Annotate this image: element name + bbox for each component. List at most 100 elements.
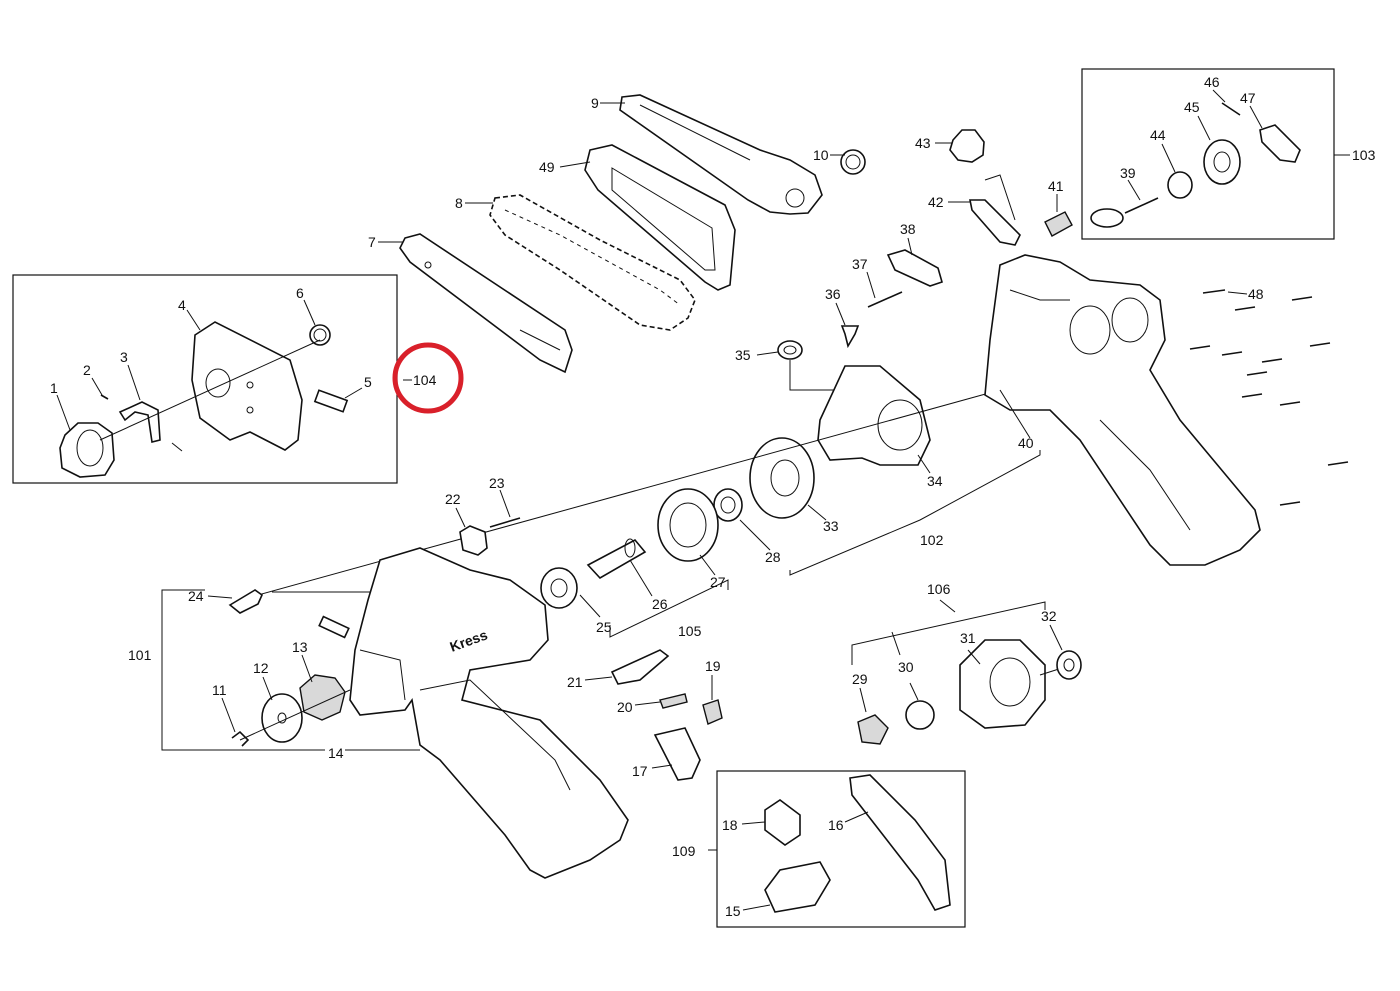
part-3-clip bbox=[118, 401, 161, 443]
part-34-bracket bbox=[817, 365, 931, 466]
label-9: 9 bbox=[591, 95, 599, 111]
label-3: 3 bbox=[120, 349, 128, 365]
part-16-connector-strip bbox=[849, 774, 951, 911]
part-14-housing-half bbox=[349, 547, 629, 879]
part-32-bearing bbox=[1056, 650, 1082, 680]
part-46-pin bbox=[1221, 102, 1241, 116]
part-26-shaft bbox=[586, 538, 647, 580]
label-6: 6 bbox=[296, 285, 304, 301]
label-25: 25 bbox=[596, 619, 612, 635]
part-12-washer bbox=[261, 693, 303, 743]
label-106: 106 bbox=[927, 581, 951, 597]
label-104: 104 bbox=[413, 372, 437, 388]
label-46: 46 bbox=[1204, 74, 1220, 90]
label-21: 21 bbox=[567, 674, 583, 690]
part-17-switch-trigger bbox=[653, 727, 701, 781]
label-28: 28 bbox=[765, 549, 781, 565]
part-33-disk bbox=[749, 437, 815, 519]
label-16: 16 bbox=[828, 817, 844, 833]
part-23-screw bbox=[489, 517, 521, 528]
part-49-bar-guard bbox=[584, 144, 736, 291]
part-42-hose bbox=[969, 174, 1021, 246]
part-18-microswitch bbox=[764, 799, 801, 846]
label-19: 19 bbox=[705, 658, 721, 674]
label-43: 43 bbox=[915, 135, 931, 151]
part-28-washer bbox=[713, 488, 743, 522]
part-20-spring bbox=[659, 693, 688, 709]
part-40-housing-half bbox=[984, 254, 1261, 566]
label-33: 33 bbox=[823, 518, 839, 534]
part-22-nut bbox=[459, 525, 488, 556]
part-37-pin bbox=[867, 291, 903, 308]
label-13: 13 bbox=[292, 639, 308, 655]
label-109: 109 bbox=[672, 843, 696, 859]
label-36: 36 bbox=[825, 286, 841, 302]
label-101: 101 bbox=[128, 647, 152, 663]
part-24-bolt bbox=[228, 589, 263, 614]
group-box-109 bbox=[716, 770, 966, 928]
label-5: 5 bbox=[364, 374, 372, 390]
label-29: 29 bbox=[852, 671, 868, 687]
label-30: 30 bbox=[898, 659, 914, 675]
label-23: 23 bbox=[489, 475, 505, 491]
label-47: 47 bbox=[1240, 90, 1256, 106]
label-37: 37 bbox=[852, 256, 868, 272]
part-8-chain bbox=[489, 194, 696, 331]
part-25-bearing bbox=[540, 567, 578, 609]
part-4-side-cover bbox=[191, 321, 303, 451]
label-14: 14 bbox=[328, 745, 344, 761]
label-11: 11 bbox=[212, 682, 227, 698]
part-7-guide-bar bbox=[399, 233, 573, 374]
label-24: 24 bbox=[188, 588, 204, 604]
part-43-cap bbox=[949, 129, 985, 163]
label-10: 10 bbox=[813, 147, 829, 163]
label-40: 40 bbox=[1018, 435, 1034, 451]
highlight-circle bbox=[392, 342, 464, 414]
label-4: 4 bbox=[178, 297, 186, 313]
part-14-small-key bbox=[318, 615, 350, 639]
part-27-sprocket bbox=[657, 488, 719, 562]
label-22: 22 bbox=[445, 491, 461, 507]
label-35: 35 bbox=[735, 347, 751, 363]
label-49: 49 bbox=[539, 159, 555, 175]
label-18: 18 bbox=[722, 817, 738, 833]
part-36-screw bbox=[840, 325, 860, 349]
label-2: 2 bbox=[83, 362, 91, 378]
label-20: 20 bbox=[617, 699, 633, 715]
part-5-spacer bbox=[313, 389, 349, 413]
part-11-circlip bbox=[231, 730, 250, 747]
part-6-circlip bbox=[309, 324, 331, 346]
label-1: 1 bbox=[50, 380, 58, 396]
part-1-knob bbox=[59, 422, 115, 478]
label-31: 31 bbox=[960, 630, 976, 646]
label-103: 103 bbox=[1352, 147, 1376, 163]
label-48: 48 bbox=[1248, 286, 1264, 302]
part-29-pinion bbox=[857, 714, 889, 745]
part-41-spring bbox=[1044, 211, 1073, 237]
label-44: 44 bbox=[1150, 127, 1166, 143]
label-39: 39 bbox=[1120, 165, 1136, 181]
label-102: 102 bbox=[920, 532, 944, 548]
label-41: 41 bbox=[1048, 178, 1064, 194]
part-45-pump bbox=[1203, 139, 1241, 185]
label-105: 105 bbox=[678, 623, 702, 639]
part-44-o-ring bbox=[1167, 171, 1193, 199]
label-15: 15 bbox=[725, 903, 741, 919]
label-8: 8 bbox=[455, 195, 463, 211]
label-7: 7 bbox=[368, 234, 376, 250]
label-42: 42 bbox=[928, 194, 944, 210]
part-13-gear bbox=[299, 674, 346, 721]
label-17: 17 bbox=[632, 763, 648, 779]
label-38: 38 bbox=[900, 221, 916, 237]
part-21-trigger-lock bbox=[610, 649, 670, 685]
part-38-lever bbox=[886, 249, 943, 287]
part-47-lever bbox=[1259, 124, 1301, 163]
leader-lines bbox=[56, 89, 1350, 911]
part-30-washer bbox=[905, 700, 935, 730]
label-34: 34 bbox=[927, 473, 943, 489]
part-31-motor bbox=[959, 639, 1063, 729]
part-2-pin bbox=[100, 394, 109, 400]
label-12: 12 bbox=[253, 660, 269, 676]
label-27: 27 bbox=[710, 574, 726, 590]
